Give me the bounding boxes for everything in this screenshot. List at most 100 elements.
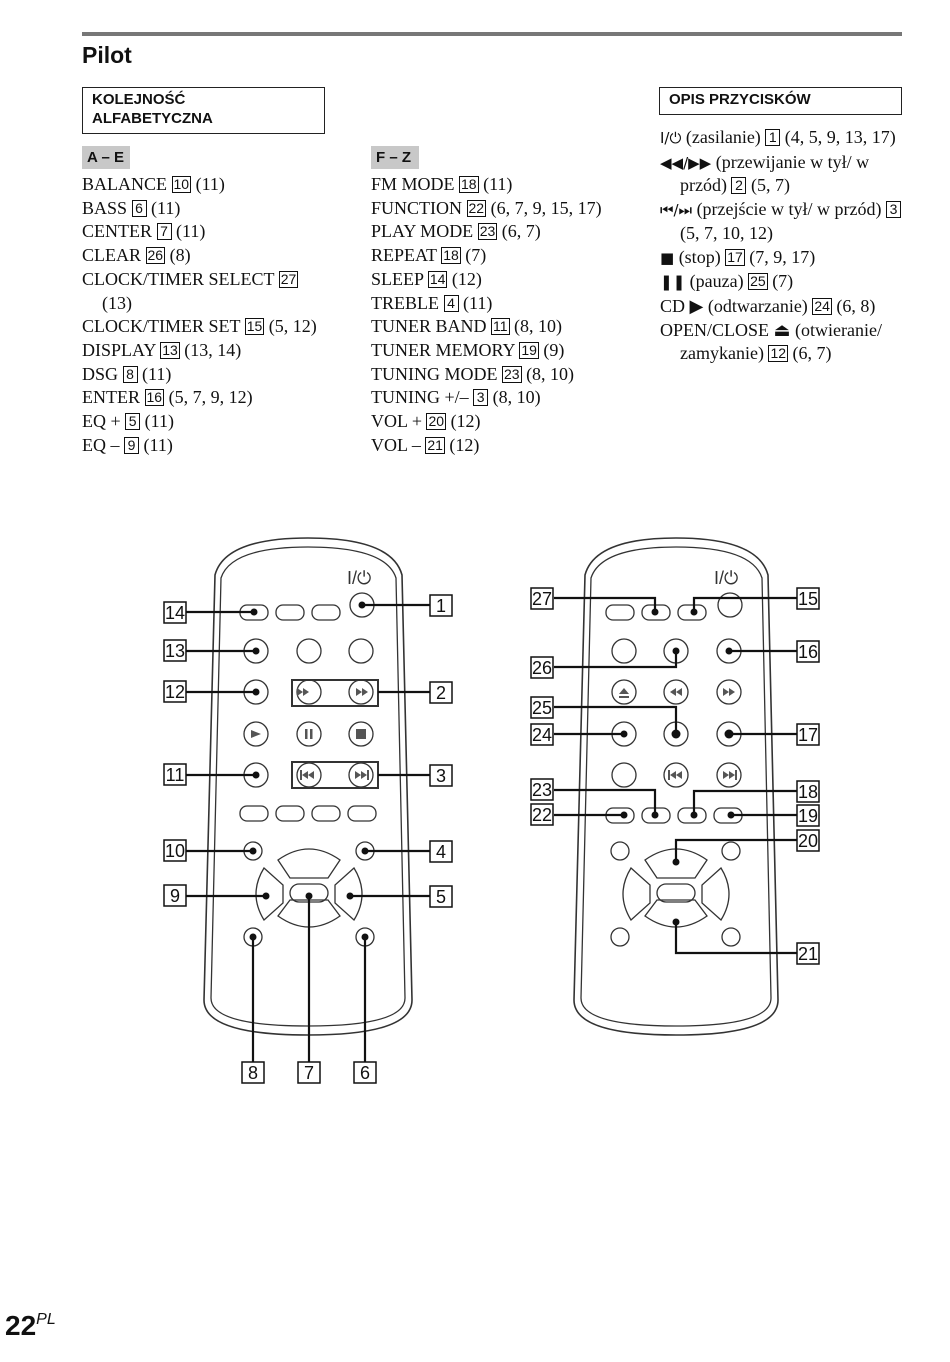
alphabetical-order-header: KOLEJNOŚĆ ALFABETYCZNA xyxy=(82,87,325,134)
eject-icon: OPEN/CLOSE ⏏ xyxy=(660,320,791,341)
index-entry: PLAY MODE 23 (6, 7) xyxy=(371,221,541,242)
svg-text:17: 17 xyxy=(798,725,818,745)
tab-f-z: F – Z xyxy=(371,146,419,169)
callout-20: 20 xyxy=(796,829,820,852)
svg-text:18: 18 xyxy=(798,782,818,802)
index-entry: TUNER MEMORY 19 (9) xyxy=(371,339,565,360)
svg-text:23: 23 xyxy=(532,780,552,800)
callout-1: 1 xyxy=(429,594,453,617)
index-entry: CLEAR 26 (8) xyxy=(82,245,191,266)
callout-18: 18 xyxy=(796,780,820,803)
index-entry: TREBLE 4 (11) xyxy=(371,292,493,313)
svg-text:27: 27 xyxy=(532,589,552,609)
svg-text:8: 8 xyxy=(248,1063,258,1083)
index-entry: FM MODE 18 (11) xyxy=(371,174,513,194)
skip-icon: ⏮/⏭ xyxy=(660,201,693,220)
svg-text:2: 2 xyxy=(436,683,446,703)
svg-text:7: 7 xyxy=(304,1063,314,1083)
index-entry: DISPLAY 13 (13, 14) xyxy=(82,339,242,360)
power-icon: I/⏻ xyxy=(660,129,682,147)
callout-25: 25 xyxy=(530,696,554,719)
page-number: 22PL xyxy=(5,1310,56,1341)
description-entry: ⏮/⏭ (przejście w tył/ w przód) 3 (5, 7, … xyxy=(660,198,905,244)
callout-26: 26 xyxy=(530,656,554,679)
callout-11: 11 xyxy=(163,763,187,786)
right-power-label: I/⏻ xyxy=(714,568,738,588)
callout-9: 9 xyxy=(163,884,187,907)
button-descriptions: I/⏻ (zasilanie) 1 (4, 5, 9, 13, 17) ◀◀/▶… xyxy=(660,126,905,366)
index-entry: VOL + 20 (12) xyxy=(371,411,481,432)
callout-17: 17 xyxy=(796,723,820,746)
index-entry: TUNING +/– 3 (8, 10) xyxy=(371,387,541,408)
svg-text:12: 12 xyxy=(165,682,185,702)
top-rule xyxy=(82,32,902,36)
index-entry: FUNCTION 22 (6, 7, 9, 15, 17) xyxy=(371,197,602,218)
svg-text:26: 26 xyxy=(532,658,552,678)
index-entry: EQ – 9 (11) xyxy=(82,434,173,455)
svg-text:9: 9 xyxy=(170,886,180,906)
svg-text:3: 3 xyxy=(436,766,446,786)
index-entry: REPEAT 18 (7) xyxy=(371,245,487,266)
description-entry: ◀◀/▶▶ (przewijanie w tył/ w przód) 2 (5,… xyxy=(660,151,870,196)
callout-19: 19 xyxy=(796,804,820,827)
callout-8: 8 xyxy=(241,1061,265,1084)
stop-icon: ■ xyxy=(660,248,675,267)
play-icon: CD ▶ xyxy=(660,296,704,317)
index-entry: TUNER BAND 11 (8, 10) xyxy=(371,316,563,337)
index-list-a-e: BALANCE 10 (11) BASS 6 (11) CENTER 7 (11… xyxy=(82,173,352,457)
callout-4: 4 xyxy=(429,840,453,863)
index-entry: SLEEP 14 (12) xyxy=(371,268,482,289)
svg-text:25: 25 xyxy=(532,698,552,718)
left-power-label: I/⏻ xyxy=(347,568,371,588)
index-entry: BALANCE 10 (11) xyxy=(82,174,225,194)
index-entry: EQ + 5 (11) xyxy=(82,411,174,432)
index-entry: CLOCK/TIMER SET 15 (5, 12) xyxy=(82,316,317,337)
svg-text:4: 4 xyxy=(436,842,446,862)
callout-10: 10 xyxy=(163,839,187,862)
callout-12: 12 xyxy=(163,680,187,703)
svg-text:19: 19 xyxy=(798,806,818,826)
description-entry: I/⏻ (zasilanie) 1 (4, 5, 9, 13, 17) xyxy=(660,127,896,147)
svg-text:20: 20 xyxy=(798,831,818,851)
index-entry: DSG 8 (11) xyxy=(82,363,172,384)
callout-15: 15 xyxy=(796,587,820,610)
svg-text:14: 14 xyxy=(165,603,185,623)
callout-3: 3 xyxy=(429,764,453,787)
callout-7: 7 xyxy=(297,1061,321,1084)
index-entry: CENTER 7 (11) xyxy=(82,221,206,242)
index-entry: CLOCK/TIMER SELECT 27(13) xyxy=(82,268,299,313)
callout-5: 5 xyxy=(429,885,453,908)
tab-a-e: A – E xyxy=(82,146,130,169)
svg-text:10: 10 xyxy=(165,841,185,861)
button-description-header: OPIS PRZYCISKÓW xyxy=(659,87,902,115)
callout-16: 16 xyxy=(796,640,820,663)
index-entry: BASS 6 (11) xyxy=(82,197,181,218)
callout-21: 21 xyxy=(796,942,820,965)
svg-text:24: 24 xyxy=(532,725,552,745)
svg-text:22: 22 xyxy=(532,805,552,825)
callout-24: 24 xyxy=(530,723,554,746)
index-entry: TUNING MODE 23 (8, 10) xyxy=(371,363,575,384)
svg-text:1: 1 xyxy=(436,596,446,616)
callout-27: 27 xyxy=(530,587,554,610)
description-entry: ■ (stop) 17 (7, 9, 17) xyxy=(660,246,816,267)
callout-13: 13 xyxy=(163,639,187,662)
callout-6: 6 xyxy=(353,1061,377,1084)
section-title: Pilot xyxy=(82,42,132,68)
callout-23: 23 xyxy=(530,778,554,801)
svg-text:13: 13 xyxy=(165,641,185,661)
svg-text:21: 21 xyxy=(798,944,818,964)
callout-14: 14 xyxy=(163,601,187,624)
rewind-forward-icon: ◀◀/▶▶ xyxy=(660,153,712,172)
callout-2: 2 xyxy=(429,681,453,704)
pause-icon: ❚❚ xyxy=(660,273,686,292)
index-entry: VOL – 21 (12) xyxy=(371,434,480,455)
description-entry: CD ▶ (odtwarzanie) 24 (6, 8) xyxy=(660,296,876,317)
svg-text:5: 5 xyxy=(436,887,446,907)
svg-text:6: 6 xyxy=(360,1063,370,1083)
svg-text:11: 11 xyxy=(166,765,185,785)
index-list-f-z: FM MODE 18 (11) FUNCTION 22 (6, 7, 9, 15… xyxy=(371,173,641,457)
description-entry: ❚❚ (pauza) 25 (7) xyxy=(660,271,794,292)
